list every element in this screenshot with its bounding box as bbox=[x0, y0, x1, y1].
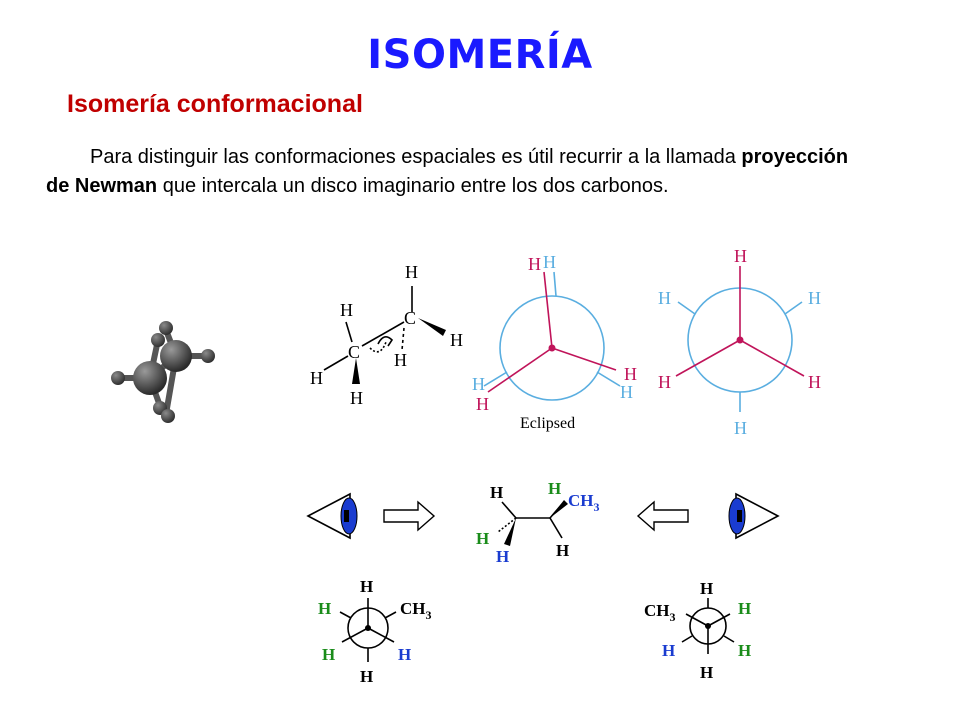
ball-stick-model bbox=[111, 321, 215, 423]
atom-label-H: H bbox=[734, 418, 747, 438]
wedge-bond bbox=[418, 318, 446, 336]
atom-label-H: H bbox=[360, 667, 373, 686]
arrow-left-icon bbox=[636, 500, 689, 532]
atom-label-C: C bbox=[404, 308, 416, 328]
atom-label-H: H bbox=[556, 541, 569, 560]
hydrogen-atom bbox=[161, 409, 175, 423]
atom-label-H: H bbox=[808, 372, 821, 392]
atom-label-H: H bbox=[340, 300, 353, 320]
eclipsed-label: Eclipsed bbox=[520, 415, 575, 432]
atom-label-H: H bbox=[496, 547, 509, 566]
newman-projection-left: H H CH3 H H H bbox=[318, 577, 432, 686]
hydrogen-atom bbox=[151, 333, 165, 347]
hydrogen-atom bbox=[111, 371, 125, 385]
atom-label-H: H bbox=[394, 350, 407, 370]
atom-label-H: H bbox=[360, 577, 373, 596]
atom-label-H: H bbox=[548, 479, 561, 498]
propane-newman-diagram: H H CH3 H H H H H CH3 H H H bbox=[306, 479, 780, 686]
atom-label-H: H bbox=[405, 262, 418, 282]
atom-label-H: H bbox=[472, 374, 485, 394]
atom-label-H: H bbox=[318, 599, 331, 618]
eye-icon bbox=[728, 492, 780, 540]
atom-label-H: H bbox=[700, 579, 713, 598]
atom-label-H: H bbox=[490, 483, 503, 502]
atom-label-H: H bbox=[658, 288, 671, 308]
paragraph-text-2: que intercala un disco imaginario entre … bbox=[157, 175, 669, 197]
atom-label-H: H bbox=[350, 388, 363, 408]
atom-label-H: H bbox=[658, 372, 671, 392]
atom-label-H: H bbox=[310, 368, 323, 388]
carbon-atom bbox=[160, 340, 192, 372]
atom-label-H: H bbox=[738, 599, 751, 618]
atom-label-H: H bbox=[662, 641, 675, 660]
atom-label-H: H bbox=[808, 288, 821, 308]
atom-label-H: H bbox=[620, 382, 633, 402]
newman-disc bbox=[499, 295, 605, 401]
eclipsed-newman-projection: H H H H H H Eclipsed bbox=[472, 252, 637, 432]
carbon-atom bbox=[133, 361, 167, 395]
sawhorse-projection: H C H C H H H H bbox=[310, 262, 463, 408]
group-label-CH3: CH3 bbox=[400, 599, 432, 622]
atom-label-H: H bbox=[322, 645, 335, 664]
atom-label-H: H bbox=[700, 663, 713, 682]
staggered-newman-projection: H H H H H H bbox=[658, 246, 821, 438]
atom-label-H: H bbox=[476, 529, 489, 548]
wedge-bond bbox=[352, 358, 360, 384]
group-label-CH3: CH3 bbox=[644, 601, 676, 624]
atom-label-H: H bbox=[734, 246, 747, 266]
hydrogen-atom bbox=[159, 321, 173, 335]
atom-label-H: H bbox=[543, 252, 556, 272]
atom-label-H: H bbox=[398, 645, 411, 664]
paragraph-text-1: Para distinguir las conformaciones espac… bbox=[90, 146, 742, 168]
arrow-right-icon bbox=[383, 500, 436, 532]
newman-projection-right: H CH3 H H H H bbox=[644, 579, 751, 682]
atom-label-H: H bbox=[450, 330, 463, 350]
group-label-CH3: CH3 bbox=[568, 491, 600, 514]
intro-paragraph: Para distinguir las conformaciones espac… bbox=[46, 143, 876, 201]
atom-label-H: H bbox=[738, 641, 751, 660]
atom-label-H: H bbox=[624, 364, 637, 384]
atom-label-C: C bbox=[348, 342, 360, 362]
eye-icon bbox=[306, 492, 358, 540]
section-subtitle: Isomería conformacional bbox=[67, 90, 363, 118]
page-title: ISOMERÍA bbox=[367, 32, 593, 78]
paragraph-bold-term: proyección de Newman bbox=[46, 146, 849, 197]
atom-label-H: H bbox=[476, 394, 489, 414]
hydrogen-atom bbox=[201, 349, 215, 363]
atom-label-H: H bbox=[528, 254, 541, 274]
